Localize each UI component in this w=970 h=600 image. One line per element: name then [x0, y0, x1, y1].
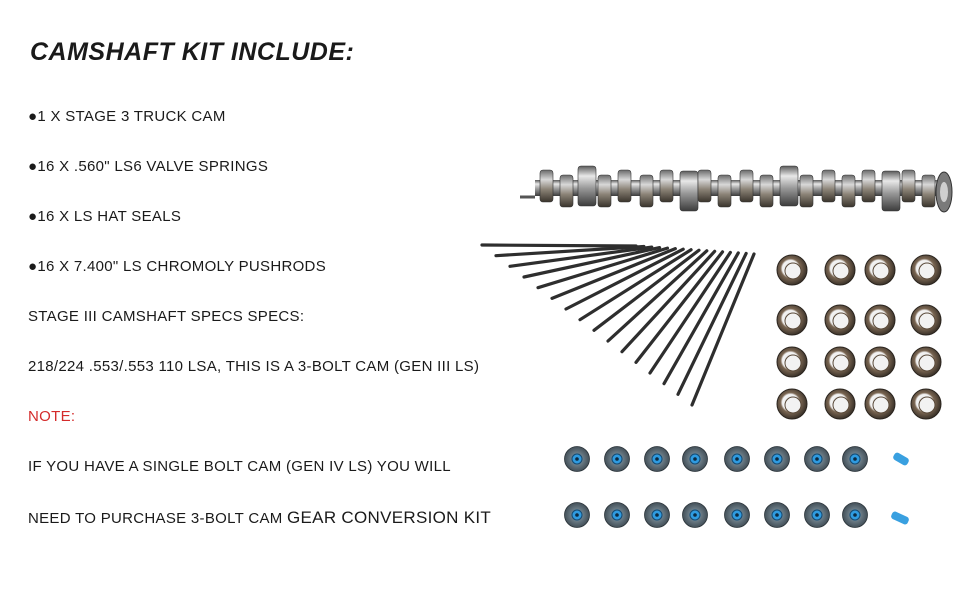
hat-seal [644, 446, 670, 472]
item-pushrods: ●16 X 7.400" LS CHROMOLY PUSHRODS [28, 258, 326, 275]
hat-seal [604, 446, 630, 472]
specs-heading: STAGE III CAMSHAFT SPECS SPECS: [28, 308, 305, 325]
pushrod [480, 243, 638, 248]
cam-lobe [639, 174, 654, 208]
pushrod [536, 246, 670, 290]
hat-seal [682, 502, 708, 528]
cam-journal [779, 165, 799, 207]
cam-lobe [739, 169, 754, 203]
valve-spring [824, 304, 856, 336]
pushrod [494, 244, 646, 258]
valve-spring [864, 304, 896, 336]
note-text-2-part2: GEAR CONVERSION KIT [287, 508, 492, 527]
cam-lobe [659, 169, 674, 203]
item-hat-seals: ●16 X LS HAT SEALS [28, 208, 182, 225]
hat-seal [644, 502, 670, 528]
item-truck-cam: ●1 X STAGE 3 TRUCK CAM [28, 108, 226, 125]
cam-lobe [559, 174, 574, 208]
pushrod [564, 247, 685, 311]
hat-seal [604, 502, 630, 528]
cam-lobe [697, 169, 712, 203]
valve-spring [776, 346, 808, 378]
cam-lobe [539, 169, 554, 203]
pushrod [508, 245, 654, 268]
valve-spring [910, 388, 942, 420]
item-valve-springs: ●16 X .560" LS6 VALVE SPRINGS [28, 158, 269, 175]
valve-spring [776, 254, 808, 286]
hat-seal [842, 446, 868, 472]
pushrod [550, 247, 677, 300]
hat-seal [804, 446, 830, 472]
valve-spring [910, 254, 942, 286]
cam-lobe [821, 169, 836, 203]
pushrod [648, 250, 733, 375]
valve-spring [824, 346, 856, 378]
pushrod [676, 251, 748, 396]
hat-seal [764, 502, 790, 528]
hat-seal [804, 502, 830, 528]
camshaft [520, 165, 953, 213]
note-text-1: IF YOU HAVE A SINGLE BOLT CAM (GEN IV LS… [28, 458, 451, 475]
cam-lobe [799, 174, 814, 208]
pushrod [578, 248, 693, 322]
pushrod [620, 249, 717, 354]
pushrod [690, 252, 756, 407]
valve-spring [776, 388, 808, 420]
valve-spring [776, 304, 808, 336]
hat-seal [564, 446, 590, 472]
cam-lobe [901, 169, 916, 203]
cam-lobe [717, 174, 732, 208]
hat-seal [564, 502, 590, 528]
pushrod [634, 250, 725, 364]
cam-lobe [841, 174, 856, 208]
pushrods [480, 243, 756, 407]
note-text-2: NEED TO PURCHASE 3-BOLT CAM GEAR CONVERS… [28, 508, 491, 528]
locating-pins [891, 452, 909, 525]
pushrod [522, 246, 662, 279]
hat-seals [564, 446, 868, 528]
cam-journal [577, 165, 597, 207]
valve-springs [776, 254, 942, 420]
cam-journal [679, 170, 699, 212]
cam-lobe [597, 174, 612, 208]
hat-seal [682, 446, 708, 472]
cam-lobe [861, 169, 876, 203]
cam-lobe [921, 174, 936, 208]
cam-journal [881, 170, 901, 212]
valve-spring [910, 346, 942, 378]
cam-lobe [617, 169, 632, 203]
valve-spring [824, 388, 856, 420]
valve-spring [864, 388, 896, 420]
valve-spring [824, 254, 856, 286]
pushrod [662, 251, 740, 386]
pushrod [606, 249, 709, 343]
hat-seal [842, 502, 868, 528]
valve-spring [910, 304, 942, 336]
valve-spring [864, 254, 896, 286]
specs-values: 218/224 .553/.553 110 LSA, THIS IS A 3-B… [28, 358, 480, 375]
hat-seal [724, 502, 750, 528]
valve-spring [864, 346, 896, 378]
cam-lobe [759, 174, 774, 208]
note-label: NOTE: [28, 408, 76, 425]
hat-seal [764, 446, 790, 472]
hat-seal [724, 446, 750, 472]
note-text-2-part1: NEED TO PURCHASE 3-BOLT CAM [28, 510, 288, 527]
pushrod [592, 248, 701, 332]
page-title: CAMSHAFT KIT INCLUDE: [30, 38, 355, 66]
